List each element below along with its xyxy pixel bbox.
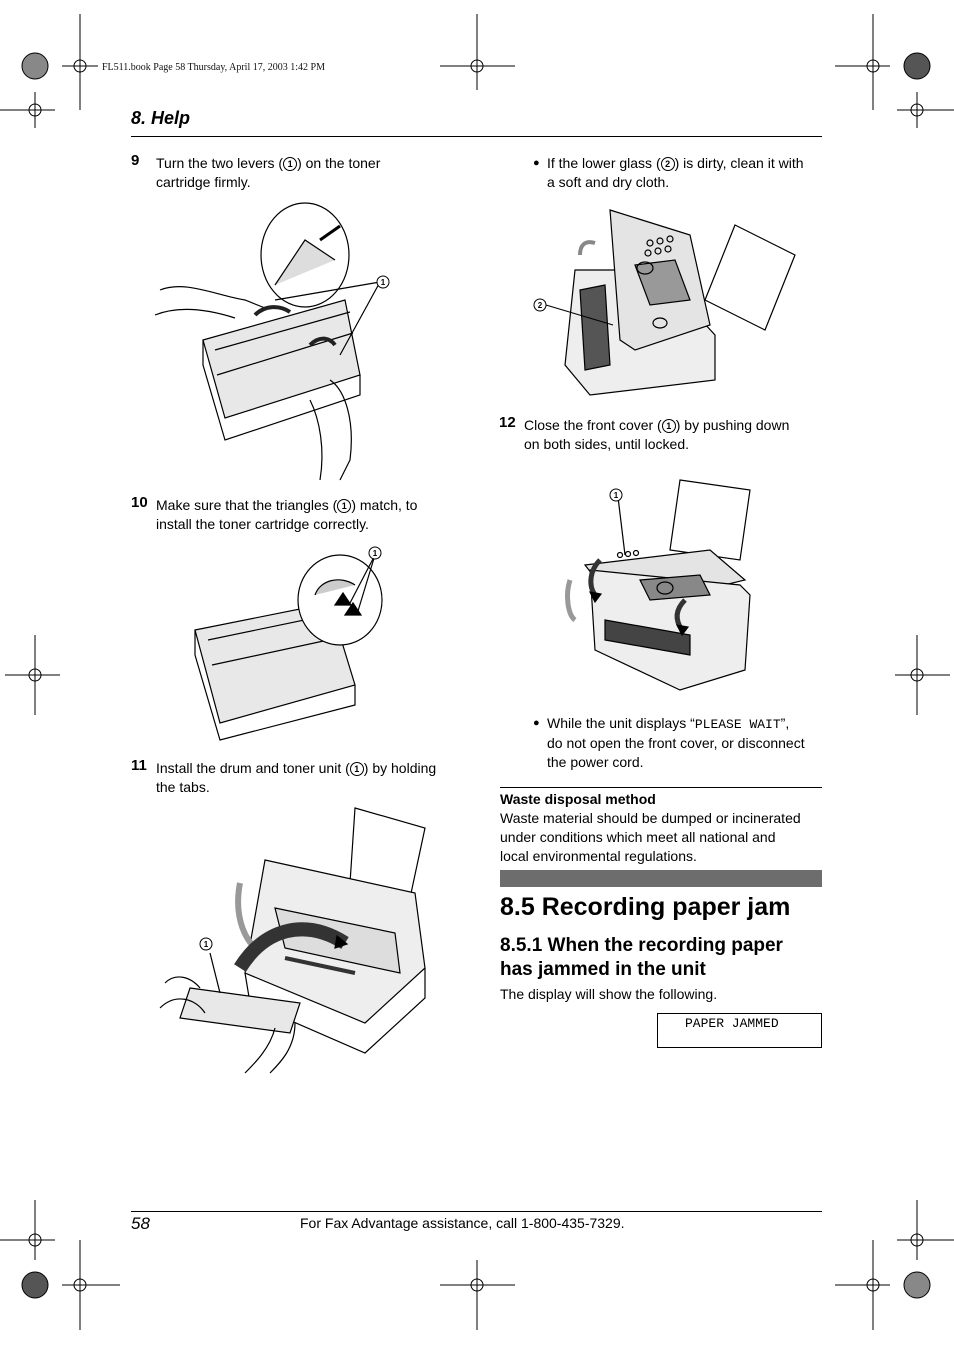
subsection-title: 8.5.1 When the recording paper has jamme…	[500, 935, 783, 980]
display-message: PLEASE WAIT	[694, 717, 781, 732]
step-number: 9	[131, 152, 140, 169]
callout-marker: 1	[661, 419, 676, 433]
waste-rule	[500, 787, 822, 788]
toner-triangles-illustration: 1	[194, 546, 383, 741]
close-front-cover-illustration: 1	[565, 479, 751, 691]
assistance-line: For Fax Advantage assistance, call 1-800…	[300, 1215, 625, 1231]
page-number: 58	[131, 1214, 150, 1233]
callout-marker: 1	[337, 499, 352, 513]
section-title: 8.5 Recording paper jam	[500, 893, 791, 921]
figure-callout-1: 1	[614, 491, 619, 500]
step-text: Close the front cover (	[524, 417, 662, 433]
figure-callout-2: 2	[538, 301, 543, 310]
lower-glass-illustration: 2	[533, 209, 796, 396]
callout-marker: 1	[349, 762, 364, 776]
waste-line: local environmental regulations.	[500, 848, 697, 864]
step-number: 12	[499, 414, 516, 431]
section-bar	[500, 870, 822, 887]
footer-rule	[131, 1211, 822, 1212]
display-intro: The display will show the following.	[500, 986, 718, 1002]
lcd-display-box: PAPER JAMMED	[657, 1013, 822, 1048]
step-text: Install the drum and toner unit (	[156, 760, 350, 776]
waste-heading: Waste disposal method	[500, 791, 656, 807]
toner-cartridge-levers-illustration: 1	[154, 202, 390, 481]
step-text: Make sure that the triangles (	[156, 497, 338, 513]
bullet-lower-glass: ● If the lower glass (2) is dirty, clean…	[533, 155, 804, 190]
bullet-please-wait: ● While the unit displays “PLEASE WAIT”,…	[533, 715, 805, 770]
figure-callout-1: 1	[204, 940, 209, 949]
figure-callout-1: 1	[373, 549, 378, 558]
figure-callout-1: 1	[381, 278, 386, 287]
step-number: 10	[131, 494, 148, 511]
bullet-dot: ●	[533, 157, 540, 169]
waste-line: Waste material should be dumped or incin…	[500, 810, 801, 826]
lcd-display-text: PAPER JAMMED	[685, 1016, 779, 1031]
header-rule	[131, 136, 822, 137]
callout-marker: 2	[660, 157, 675, 171]
install-drum-illustration: 1	[159, 807, 426, 1074]
step-text: Turn the two levers (	[156, 155, 284, 171]
waste-line: under conditions which meet all national…	[500, 829, 776, 845]
waste-disposal-block: Waste disposal method Waste material sho…	[500, 790, 830, 866]
section-header: 8. Help	[131, 108, 191, 128]
bullet-dot: ●	[533, 717, 540, 729]
callout-marker: 1	[283, 157, 298, 171]
print-slug: FL511.book Page 58 Thursday, April 17, 2…	[102, 62, 325, 73]
step-number: 11	[131, 757, 147, 774]
